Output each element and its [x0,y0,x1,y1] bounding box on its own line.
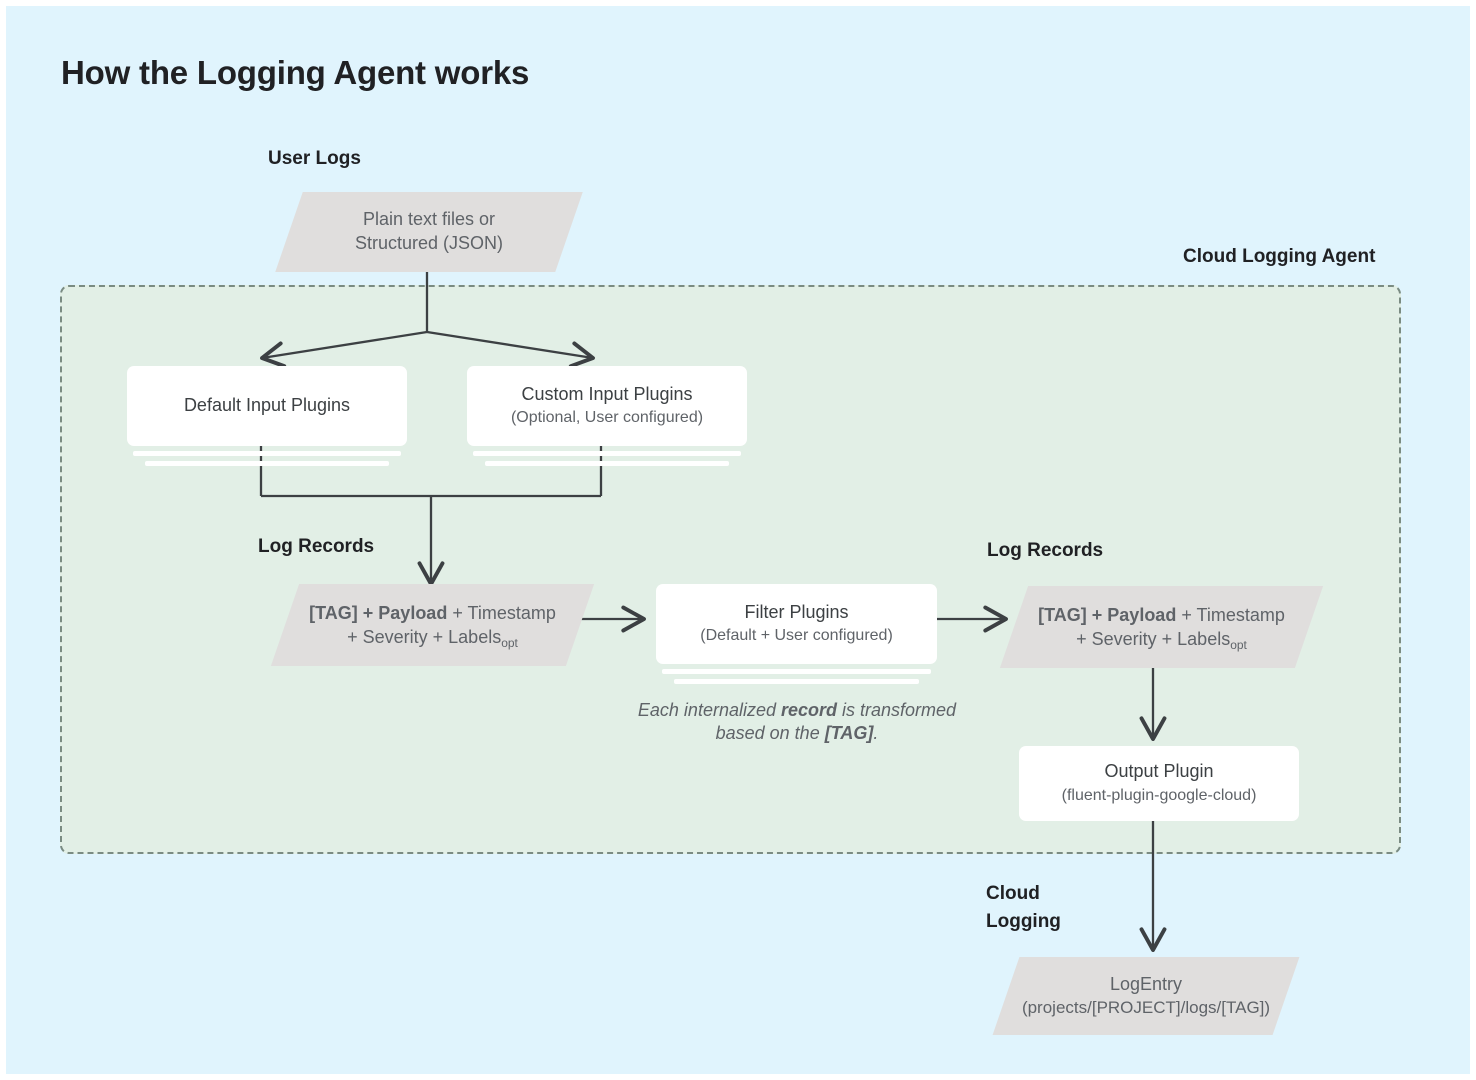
filter-note-record: record [781,700,838,720]
node-log-entry: LogEntry (projects/[PROJECT]/logs/[TAG]) [992,957,1300,1035]
label-log-records-right: Log Records [987,540,1104,561]
card-stack-layer-1 [662,669,931,674]
user-logs-source-line1: Plain text files or [362,209,496,230]
log-record-right-severity-labels: + Severity + Labels [1076,629,1231,649]
output-plugin-title: Output Plugin [1104,761,1214,782]
filter-plugins-subtitle: (Default + User configured) [700,627,893,645]
log-entry-subtitle: (projects/[PROJECT]/logs/[TAG]) [1021,997,1271,1017]
label-cloud-logging-line2: Logging [986,910,1061,932]
user-logs-source-line2: Structured (JSON) [354,233,504,253]
output-plugin-subtitle: (fluent-plugin-google-cloud) [1061,786,1257,804]
filter-note-part1: Each internalized [637,700,781,720]
log-record-left-timestamp: + Timestamp [447,602,556,623]
node-filter-plugins[interactable]: Filter Plugins (Default + User configure… [656,584,937,684]
log-record-left-line1: [TAG] + Payload + Timestamp [309,601,556,625]
log-record-right-tag-payload: [TAG] + Payload [1038,604,1177,625]
filter-note-tag: [TAG] [824,723,874,744]
log-record-right-timestamp: + Timestamp [1176,604,1285,625]
log-record-right-line1: [TAG] + Payload + Timestamp [1038,603,1285,627]
log-record-left-line2: + Severity + Labelsopt [347,625,518,650]
filter-note-part3: is transformed based on the [715,700,957,744]
custom-input-plugins-subtitle: (Optional, User configured) [510,409,704,427]
node-user-logs-source: Plain text files or Structured (JSON) [275,192,583,272]
log-record-right-opt-subscript: opt [1230,638,1247,652]
node-log-record-right: [TAG] + Payload + Timestamp + Severity +… [999,586,1324,668]
card-stack-layer-2 [674,679,919,684]
card-stack-layer-2 [485,461,729,466]
log-record-left-opt-subscript: opt [501,636,518,650]
page-title: How the Logging Agent works [61,54,530,91]
filter-transform-note: Each internalized record is transformed … [626,699,968,745]
label-log-records-left: Log Records [258,536,375,557]
node-default-input-plugins[interactable]: Default Input Plugins [127,366,407,466]
log-record-left-tag-payload: [TAG] + Payload [309,602,448,623]
card-stack-layer-1 [473,451,741,456]
custom-input-plugins-title: Custom Input Plugins [521,383,693,404]
default-input-plugins-title: Default Input Plugins [183,395,351,416]
node-log-record-left: [TAG] + Payload + Timestamp + Severity +… [270,584,595,666]
label-user-logs: User Logs [268,148,361,169]
filter-plugins-title: Filter Plugins [744,601,849,622]
label-cloud-logging-line1: Cloud [986,883,1040,904]
card-stack-layer-1 [133,451,401,456]
card-stack-layer-2 [145,461,389,466]
diagram-canvas: How the Logging Agent works [6,6,1470,1074]
log-record-left-severity-labels: + Severity + Labels [347,627,502,647]
log-entry-title: LogEntry [1109,973,1183,994]
label-cloud-logging-agent: Cloud Logging Agent [1183,246,1376,267]
node-output-plugin[interactable]: Output Plugin (fluent-plugin-google-clou… [1019,746,1299,821]
log-record-right-line2: + Severity + Labelsopt [1076,627,1247,652]
node-custom-input-plugins[interactable]: Custom Input Plugins (Optional, User con… [467,366,747,466]
filter-note-part5: . [873,723,879,744]
